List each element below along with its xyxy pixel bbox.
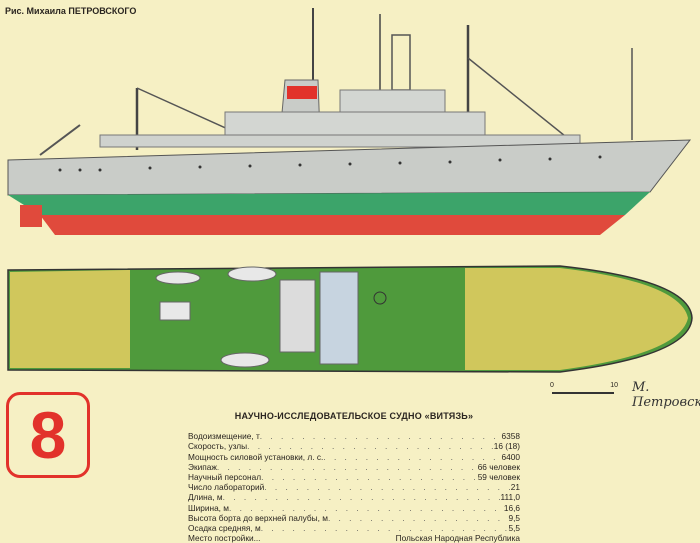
illustration-credit: Рис. Михаила ПЕТРОВСКОГО	[5, 6, 136, 16]
credit-prefix: Рис. Михаила	[5, 6, 66, 16]
spec-value: 6400	[501, 451, 520, 462]
spec-label: Экипаж	[188, 461, 217, 472]
scale-line	[552, 392, 614, 394]
spec-value: 21	[510, 482, 520, 493]
spec-value: 111,0	[500, 492, 520, 503]
spec-row: Научный персонал 59 человек	[188, 472, 520, 482]
spec-label: Высота борта до верхней палубы, м	[188, 512, 328, 523]
scale-end-label: 10	[610, 382, 618, 389]
spec-value: 16 (18)	[493, 441, 520, 452]
artist-signature: М. Петровский	[632, 380, 700, 410]
scale-start-label: 0	[550, 382, 554, 389]
spec-label: Длина, м	[188, 492, 223, 503]
spec-label: Научный персонал	[188, 472, 262, 483]
spec-row: Экипаж 66 человек	[188, 462, 520, 472]
spec-value: 6358	[501, 431, 520, 442]
spec-label: Ширина, м	[188, 502, 229, 513]
funnel-stripe	[287, 86, 317, 99]
spec-row: Осадка средняя, м 5,5	[188, 523, 520, 533]
credit-artist: ПЕТРОВСКОГО	[68, 6, 137, 16]
spec-row: Скорость, узлы 16 (18)	[188, 441, 520, 451]
specifications-table: НАУЧНО-ИССЛЕДОВАТЕЛЬСКОЕ СУДНО «ВИТЯЗЬ» …	[188, 411, 520, 543]
spec-label: Водоизмещение, т	[188, 431, 260, 442]
spec-value: 66 человек	[477, 461, 520, 472]
spec-value: 5,5	[508, 523, 520, 534]
spec-value: 16,6	[503, 502, 520, 513]
spec-value: 9,5	[508, 512, 520, 523]
spec-value: 59 человек	[477, 472, 520, 483]
page-number-badge: 8	[6, 392, 90, 478]
spec-row: Ширина, м 16,6	[188, 503, 520, 513]
ship-side-view	[7, 8, 692, 235]
ship-top-view	[7, 265, 693, 373]
ship-illustration	[7, 8, 693, 373]
specs-title: НАУЧНО-ИССЛЕДОВАТЕЛЬСКОЕ СУДНО «ВИТЯЗЬ»	[234, 411, 474, 421]
spec-row: Место постройки... Польская Народная Респ…	[188, 533, 520, 543]
spec-label: Скорость, узлы	[188, 441, 248, 452]
spec-row: Мощность силовой установки, л. с. 6400	[188, 452, 520, 462]
spec-label: Мощность силовой установки, л. с.	[188, 451, 324, 462]
scale-bar: 0 10	[548, 382, 618, 396]
spec-row: Высота борта до верхней палубы, м 9,5	[188, 513, 520, 523]
spec-row: Длина, м 111,0	[188, 492, 520, 502]
spec-label: Число лабораторий	[188, 482, 265, 493]
spec-value: Польская Народная Республика	[395, 533, 520, 543]
spec-row: Число лабораторий 21	[188, 482, 520, 492]
spec-label: Место постройки...	[188, 533, 261, 543]
spec-row: Водоизмещение, т 6358	[188, 431, 520, 441]
spec-label: Осадка средняя, м	[188, 523, 261, 534]
